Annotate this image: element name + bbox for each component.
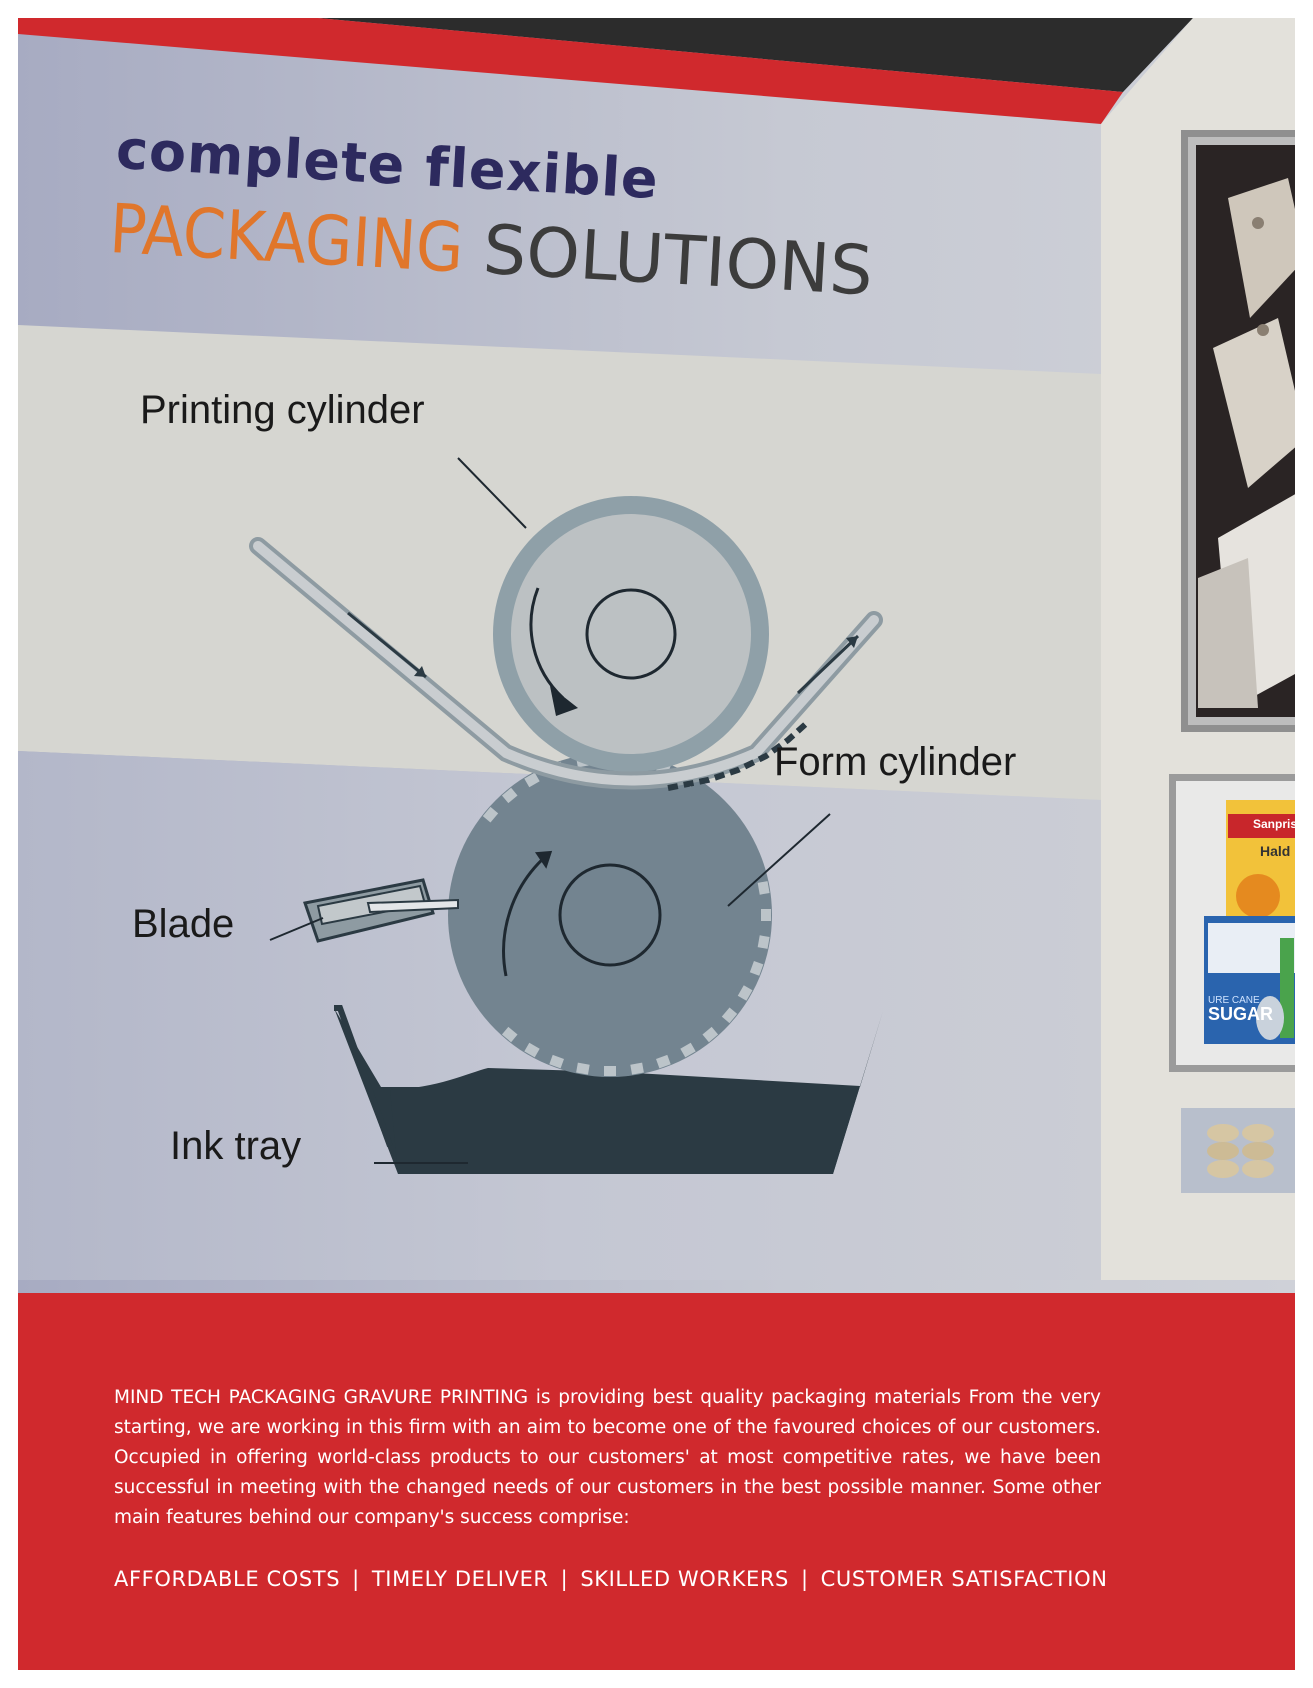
feature-item: TIMELY DELIVER	[371, 1567, 549, 1591]
engraved-cell	[757, 881, 770, 895]
form-rotation-arrow	[502, 854, 548, 977]
leader-printing	[457, 457, 527, 529]
form-cylinder	[448, 753, 772, 1077]
page-artwork: Sanpris Hald URE CANE SUGAR	[18, 18, 1295, 1670]
brochure-page: Sanpris Hald URE CANE SUGAR	[18, 18, 1295, 1670]
machine-photo	[1181, 130, 1295, 732]
printing-cylinder-hub	[585, 588, 677, 680]
engraved-cell	[501, 787, 518, 804]
engraved-cell	[702, 1026, 719, 1043]
leader-blade	[269, 917, 324, 941]
top-dark-band	[18, 18, 1193, 92]
feature-separator: |	[352, 1567, 360, 1591]
engraved-cell	[680, 1042, 696, 1058]
feature-list: AFFORDABLE COSTS | TIMELY DELIVER | SKILLED …	[114, 1567, 1108, 1591]
engraved-cell	[630, 1062, 644, 1075]
engraved-cell	[656, 1054, 671, 1069]
web-arrow-in	[347, 611, 427, 679]
engraved-cell	[749, 961, 764, 976]
engraved-cell	[549, 1054, 564, 1069]
top-red-stripe	[18, 18, 1123, 124]
pouch1-text: Hald	[1260, 843, 1290, 859]
feature-item: AFFORDABLE COSTS	[114, 1567, 341, 1591]
leader-form	[727, 813, 831, 907]
label-blade: Blade	[132, 902, 235, 946]
engraved-cell	[761, 909, 771, 921]
ink-tray	[390, 1068, 860, 1174]
about-paragraph: MIND TECH PACKAGING GRAVURE PRINTING is …	[114, 1387, 1101, 1528]
pouch2-subtext: URE CANE	[1208, 995, 1260, 1006]
feature-item: CUSTOMER SATISFACTION	[820, 1567, 1108, 1591]
engraved-cell	[524, 1042, 540, 1058]
pouch2-text: SUGAR	[1208, 1004, 1273, 1024]
print-rotation-arrow	[529, 587, 565, 700]
biscuit-photo	[1181, 1108, 1295, 1193]
feature-separator: |	[560, 1567, 569, 1591]
engraved-cell	[482, 806, 499, 823]
engraved-cell	[737, 985, 753, 1001]
engraved-cell	[501, 1026, 518, 1043]
footer-panel: MIND TECH PACKAGING GRAVURE PRINTING is …	[18, 1293, 1295, 1670]
form-cylinder-hub	[558, 863, 662, 967]
engraved-cell	[757, 935, 770, 949]
engraved-cell	[524, 772, 540, 788]
label-form-cylinder: Form cylinder	[774, 740, 1017, 784]
pouch1-brand: Sanpris	[1253, 817, 1295, 831]
feature-separator: |	[800, 1567, 809, 1591]
web-arrow-out	[796, 634, 860, 695]
label-printing-cylinder: Printing cylinder	[140, 388, 425, 432]
engraved-cell	[576, 1062, 590, 1075]
label-ink-tray: Ink tray	[170, 1124, 302, 1168]
feature-item: SKILLED WORKERS	[580, 1567, 789, 1591]
gravure-diagram	[249, 457, 883, 1174]
engraved-cell	[721, 1007, 738, 1024]
engraved-cell	[604, 1066, 616, 1076]
pouch-photo	[1169, 774, 1295, 1072]
